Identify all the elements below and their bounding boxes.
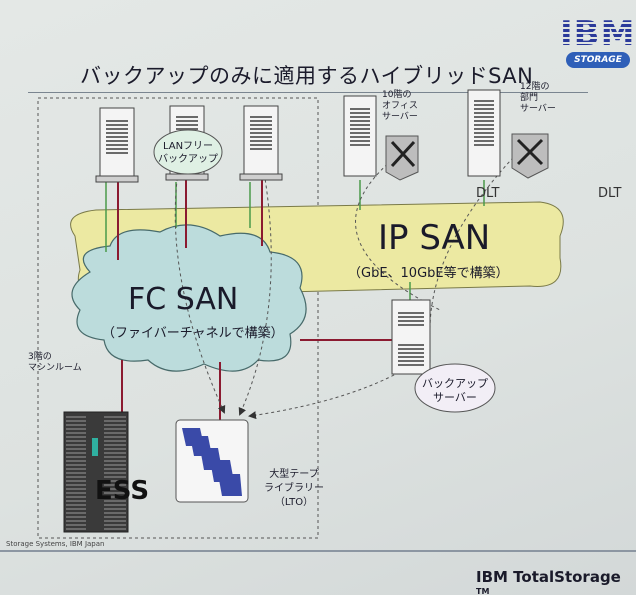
title-underline	[28, 92, 588, 93]
ip-links	[105, 180, 485, 300]
backup-server-label: バックアップ サーバー	[422, 377, 488, 404]
backup-flow-paths	[174, 139, 531, 420]
server-machine-room-1	[95, 107, 139, 183]
slide-title: バックアップのみに適用するハイブリッドSAN	[80, 64, 534, 88]
backup-server-unit	[391, 299, 431, 375]
ess-storage	[63, 411, 129, 533]
ibm-logo: IBM	[560, 14, 636, 54]
footer-divider	[0, 550, 636, 552]
machine-room-label: 3階の マシンルーム	[28, 352, 82, 373]
ess-label: ESS	[95, 476, 150, 506]
ip-san-title: IP SAN	[378, 218, 491, 258]
server-floor12	[467, 89, 549, 179]
server-machine-room-3	[239, 105, 283, 181]
fc-links	[117, 180, 392, 420]
server-floor10	[343, 95, 419, 181]
tape-library-label: 大型テープ ライブラリー （LTO）	[264, 469, 324, 508]
floor12-server-label: 12階の 部門 サーバー	[520, 82, 556, 114]
fc-san-title: FC SAN	[128, 282, 239, 317]
lan-free-bubble	[153, 129, 223, 175]
tape-library	[175, 419, 249, 503]
storage-badge: STORAGE	[566, 52, 630, 68]
lan-free-label: LANフリー バックアップ	[158, 141, 218, 165]
backup-server-bubble	[414, 363, 496, 413]
fc-san-subtitle: （ファイバーチャネルで構築）	[102, 326, 284, 341]
trademark-mark: TM	[476, 587, 490, 595]
fc-san-cloud	[71, 224, 307, 372]
ip-san-subtitle: （GbE、10GbE等で構築）	[348, 266, 509, 281]
machine-room-boundary	[37, 97, 319, 539]
footer-brand: IBM TotalStorage TM	[476, 568, 636, 595]
footnote: Storage Systems, IBM Japan	[6, 540, 105, 548]
dlt-label-left: DLT	[476, 186, 500, 201]
dlt-label-right: DLT	[598, 186, 622, 201]
footer-text: IBM TotalStorage	[476, 568, 621, 586]
floor10-server-label: 10階の オフィス サーバー	[382, 90, 418, 122]
